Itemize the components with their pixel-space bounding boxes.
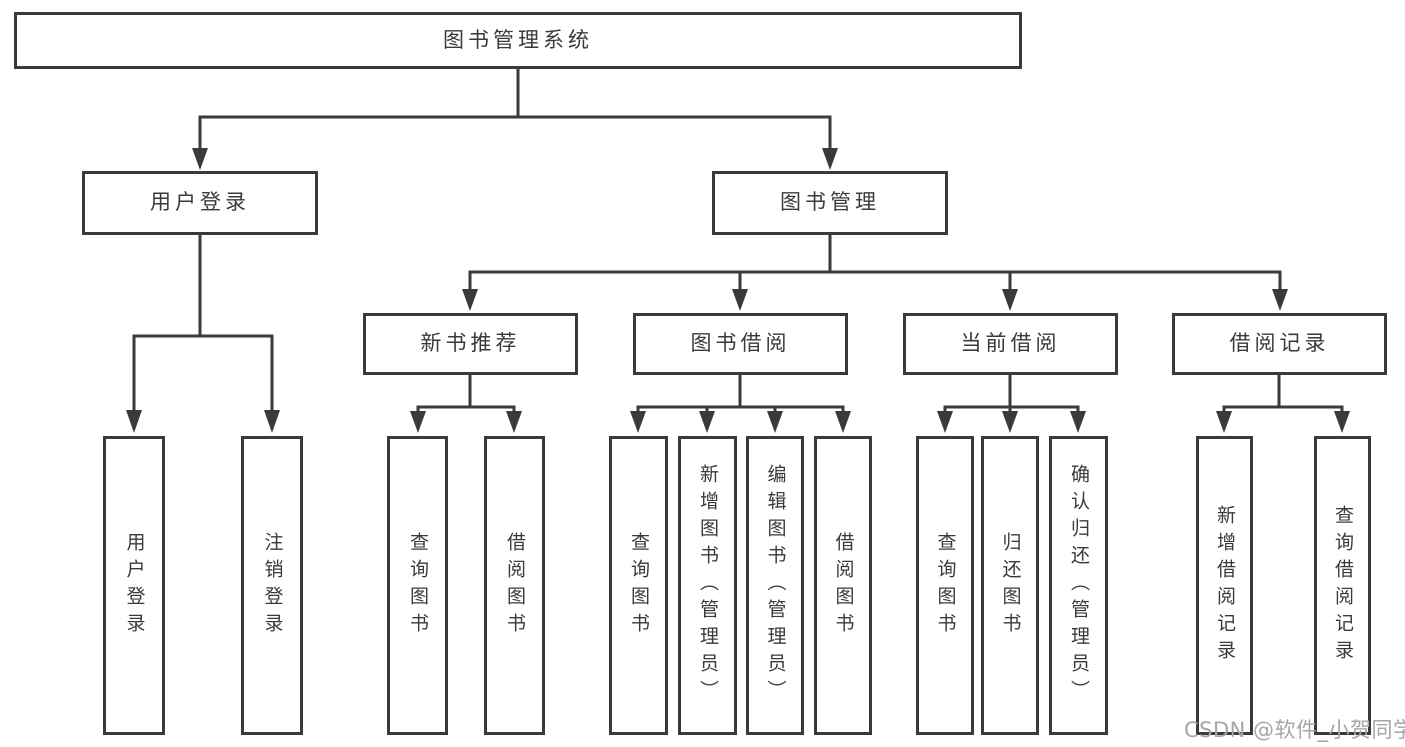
leaf-cb-confirm-return-admin: 确认归还（管理员） xyxy=(1049,436,1108,735)
leaf-bb-query-book: 查询图书 xyxy=(609,436,668,735)
leaf-user-login: 用户登录 xyxy=(103,436,165,735)
connector-current-borrow-split xyxy=(943,375,1080,413)
connector-root-split xyxy=(198,69,832,150)
connector-user-login-split xyxy=(132,235,274,412)
csdn-watermark: CSDN @软件_小贺同学 xyxy=(1184,718,1405,742)
node-book-borrow: 图书借阅 xyxy=(633,313,848,375)
node-new-book-recommend: 新书推荐 xyxy=(363,313,578,375)
leaf-cb-return-book: 归还图书 xyxy=(981,436,1039,735)
leaf-logout-login: 注销登录 xyxy=(241,436,303,735)
leaf-bb-borrow-book: 借阅图书 xyxy=(814,436,872,735)
node-borrow-record: 借阅记录 xyxy=(1172,313,1387,375)
leaf-nr-query-book: 查询图书 xyxy=(387,436,448,735)
node-book-mgmt: 图书管理 xyxy=(712,171,948,235)
arrowheads-book-mgmt-split xyxy=(462,289,1288,311)
arrowheads-book-borrow-split xyxy=(630,411,851,433)
leaf-rec-add-borrow-record: 新增借阅记录 xyxy=(1196,436,1253,735)
connector-borrow-record-split xyxy=(1222,375,1344,413)
leaf-nr-borrow-book: 借阅图书 xyxy=(484,436,545,735)
leaf-rec-query-borrow-record: 查询借阅记录 xyxy=(1314,436,1371,735)
connector-book-mgmt-split xyxy=(468,235,1282,291)
leaf-bb-edit-book-admin: 编辑图书（管理员） xyxy=(746,436,804,735)
node-user-login: 用户登录 xyxy=(82,171,318,235)
node-root: 图书管理系统 xyxy=(14,12,1022,69)
leaf-bb-add-book-admin: 新增图书（管理员） xyxy=(678,436,737,735)
arrowheads-user-login-split xyxy=(126,410,280,433)
connector-new-recommend-split xyxy=(416,375,516,413)
arrowheads-borrow-record-split xyxy=(1216,411,1350,433)
arrowheads-root-split xyxy=(192,148,838,170)
arrowheads-current-borrow-split xyxy=(937,411,1086,433)
connector-book-borrow-split xyxy=(636,375,845,413)
arrowheads-new-recommend-split xyxy=(410,411,522,433)
leaf-cb-query-book: 查询图书 xyxy=(916,436,974,735)
node-current-borrow: 当前借阅 xyxy=(903,313,1118,375)
